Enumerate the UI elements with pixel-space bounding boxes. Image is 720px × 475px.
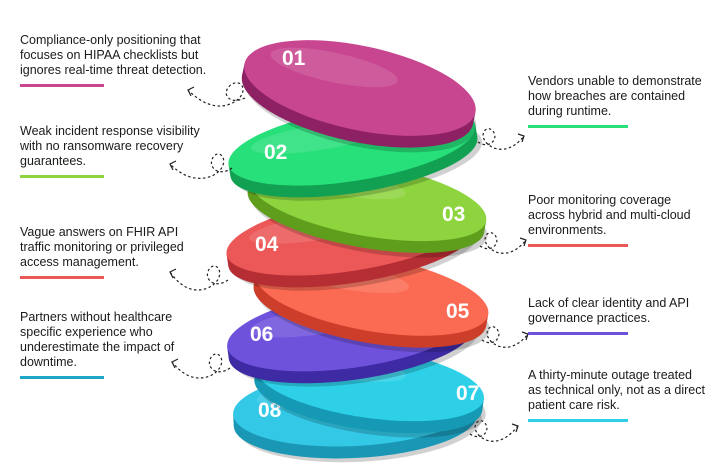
disc-number-08: 08 [258,399,282,422]
arrowhead-icon [519,237,527,247]
note-03: Weak incident response visibility with n… [20,124,205,178]
note-08-bar [528,419,628,422]
connector-arrow-4 [479,232,527,254]
arrowhead-icon [187,86,195,97]
connector-arrow-3 [169,153,233,179]
arrowhead-icon [517,133,525,143]
disc-number-04: 04 [255,233,279,256]
note-07-bar [20,376,104,379]
note-02-text: Vendors unable to demonstrate how breach… [528,74,702,118]
connector-arrow-8 [469,420,519,442]
disc-number-02: 02 [264,141,287,164]
disc-01 [241,40,477,153]
note-03-text: Weak incident response visibility with n… [20,124,200,168]
note-06: Lack of clear identity and API governanc… [528,296,703,335]
connector-arrow-7 [171,353,231,379]
note-01-text: Compliance-only positioning that focuses… [20,33,207,77]
disc-number-06: 06 [250,323,273,346]
note-05-bar [20,276,104,279]
arrowhead-icon [169,268,177,279]
arrowhead-icon [171,358,179,369]
connector-arrow-6 [481,326,529,348]
connector-arrow-1 [187,82,246,107]
note-06-bar [528,332,628,335]
arrowhead-icon [511,423,519,433]
note-02: Vendors unable to demonstrate how breach… [528,74,708,128]
note-01: Compliance-only positioning that focuses… [20,33,235,87]
note-03-bar [20,175,104,178]
arrowhead-icon [169,160,177,171]
disc-number-07: 07 [456,382,479,405]
note-05: Vague answers on FHIR API traffic monito… [20,225,210,279]
disc-top [244,40,476,136]
note-06-text: Lack of clear identity and API governanc… [528,296,690,325]
disc-number-03: 03 [442,203,465,226]
note-07: Partners without healthcare specific exp… [20,310,205,379]
connector-arrow-2 [477,128,525,150]
note-07-text: Partners without healthcare specific exp… [20,310,175,369]
note-04: Poor monitoring coverage across hybrid a… [528,193,703,247]
connector-arrow-5 [169,265,229,291]
note-08-text: A thirty-minute outage treated as techni… [528,368,705,412]
note-05-text: Vague answers on FHIR API traffic monito… [20,225,184,269]
note-01-bar [20,84,104,87]
note-08: A thirty-minute outage treated as techni… [528,368,708,422]
disc-number-01: 01 [282,47,306,70]
disc-highlight [270,47,398,88]
note-04-text: Poor monitoring coverage across hybrid a… [528,193,691,237]
note-02-bar [528,125,628,128]
note-04-bar [528,244,628,247]
disc-number-05: 05 [446,300,470,323]
